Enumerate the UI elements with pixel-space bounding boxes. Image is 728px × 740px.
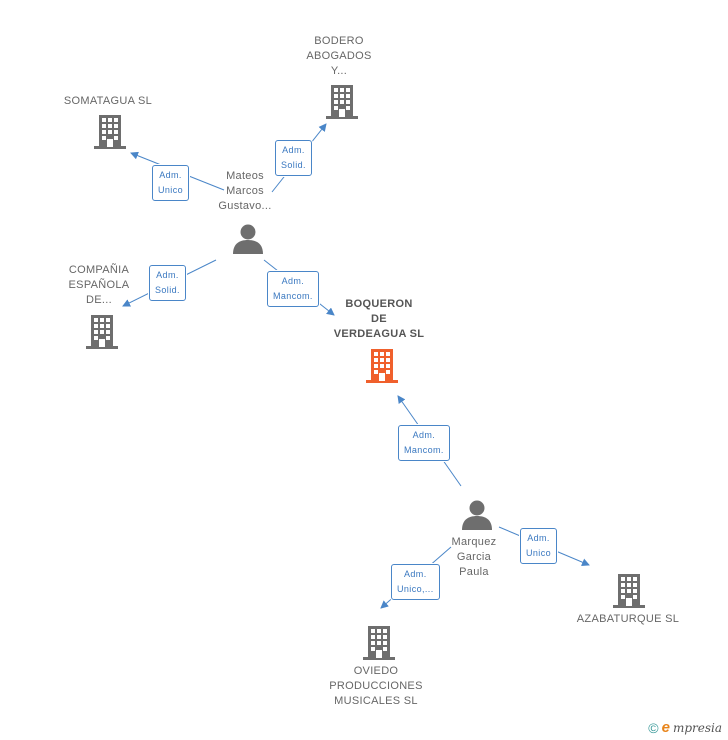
person-icon[interactable] bbox=[233, 224, 263, 254]
relation-box-mateos-boqueron[interactable]: Adm. Mancom. bbox=[267, 271, 319, 307]
building-icon[interactable] bbox=[86, 315, 118, 349]
relation-box-mateos-bodero[interactable]: Adm. Solid. bbox=[275, 140, 312, 176]
node-label-boqueron[interactable]: BOQUERON DE VERDEAGUA SL bbox=[333, 298, 425, 340]
node-label-azabaturque[interactable]: AZABATURQUE SL bbox=[576, 613, 680, 625]
node-label-marquez[interactable]: Marquez Garcia Paula bbox=[451, 536, 497, 578]
node-label-mateos[interactable]: Mateos Marcos Gustavo... bbox=[218, 170, 272, 212]
building-icon[interactable] bbox=[613, 574, 645, 608]
node-label-somatagua[interactable]: SOMATAGUA SL bbox=[63, 95, 153, 107]
brand-logo-initial: e bbox=[661, 719, 670, 736]
node-label-oviedo[interactable]: OVIEDO PRODUCCIONES MUSICALES SL bbox=[329, 665, 423, 707]
copyright-symbol: © bbox=[648, 719, 659, 736]
node-label-bodero[interactable]: BODERO ABOGADOS Y... bbox=[306, 35, 372, 77]
building-icon[interactable] bbox=[363, 626, 395, 660]
person-icon[interactable] bbox=[462, 500, 492, 530]
relation-box-mateos-somatagua[interactable]: Adm. Unico bbox=[152, 165, 190, 201]
relation-box-mateos-compania[interactable]: Adm. Solid. bbox=[149, 265, 186, 301]
brand-logo-text: mpresia bbox=[672, 720, 722, 735]
building-icon-focus[interactable] bbox=[366, 349, 398, 383]
relation-box-marquez-boqueron[interactable]: Adm. Mancom. bbox=[398, 425, 450, 461]
building-icon[interactable] bbox=[326, 85, 358, 119]
relation-box-marquez-oviedo[interactable]: Adm. Unico,... bbox=[391, 564, 440, 600]
relation-box-marquez-azabaturque[interactable]: Adm. Unico bbox=[520, 528, 558, 564]
node-label-compania[interactable]: COMPAÑIA ESPAÑOLA DE... bbox=[68, 264, 130, 306]
building-icon[interactable] bbox=[94, 115, 126, 149]
